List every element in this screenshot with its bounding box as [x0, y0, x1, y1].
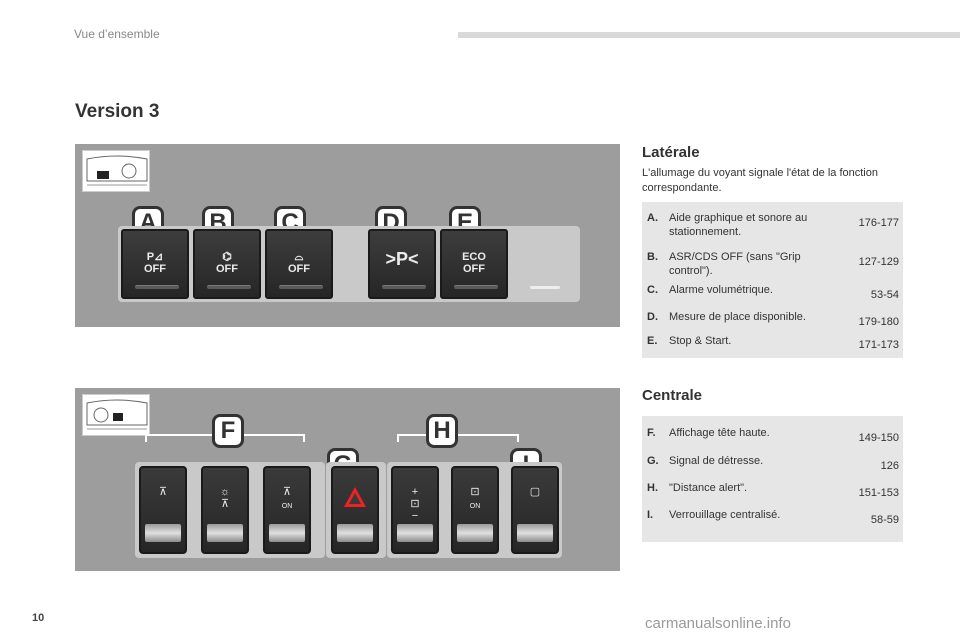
hud-brightness-icon: ☼⊼: [219, 486, 231, 510]
hazard-switch[interactable]: [331, 466, 379, 554]
traction-control-switch[interactable]: ⌬OFF: [193, 229, 261, 299]
page-title: Version 3: [75, 101, 160, 122]
hud-on-icon: ⊼ON: [281, 486, 293, 510]
watermark: carmanualsonline.info: [645, 615, 791, 632]
laterale-legend: A. Aide graphique et sonore au stationne…: [642, 202, 903, 358]
list-item: F. Affichage tête haute. 149-150: [647, 427, 899, 444]
hud-switch[interactable]: ⊼: [139, 466, 187, 554]
central-switch-figure: F G H I ⊼ ☼⊼ ⊼ON +⊡− ⊡ON ▢: [75, 388, 620, 571]
dashboard-thumbnail-central: [82, 394, 150, 436]
laterale-title: Latérale: [642, 144, 700, 161]
list-item: G. Signal de détresse. 126: [647, 455, 899, 472]
lock-icon: ▢: [529, 486, 541, 498]
centrale-title: Centrale: [642, 387, 703, 404]
car-alarm-icon: ⌓OFF: [288, 251, 310, 275]
distance-alert-on-switch[interactable]: ⊡ON: [451, 466, 499, 554]
distance-alert-switch[interactable]: +⊡−: [391, 466, 439, 554]
hud-icon: ⊼: [158, 486, 168, 498]
car-alarm-switch[interactable]: ⌓OFF: [265, 229, 333, 299]
list-item: I. Verrouillage centralisé. 58-59: [647, 509, 899, 526]
bracket-h: [397, 434, 519, 442]
parking-space-switch[interactable]: >P<: [368, 229, 436, 299]
park-assist-switch[interactable]: P⊿OFF: [121, 229, 189, 299]
list-item: C. Alarme volumétrique. 53-54: [647, 284, 899, 301]
centrale-legend: F. Affichage tête haute. 149-150 G. Sign…: [642, 416, 903, 542]
page-number: 10: [32, 612, 45, 624]
blank-slot: [530, 286, 560, 289]
hazard-icon: [333, 486, 377, 511]
callout-badge-f: F: [212, 414, 244, 448]
parking-space-icon: >P<: [385, 249, 419, 269]
traction-control-icon: ⌬OFF: [216, 251, 238, 275]
distance-on-icon: ⊡ON: [469, 486, 481, 510]
park-assist-icon: P⊿OFF: [144, 251, 166, 275]
list-item: H. "Distance alert". 151-153: [647, 482, 899, 499]
hud-on-switch[interactable]: ⊼ON: [263, 466, 311, 554]
distance-plus-icon: +⊡−: [410, 486, 420, 522]
callout-badge-a: A: [132, 206, 164, 240]
list-item: E. Stop & Start. 171-173: [647, 335, 899, 351]
list-item: A. Aide graphique et sonore au stationne…: [647, 212, 899, 238]
hud-brightness-switch[interactable]: ☼⊼: [201, 466, 249, 554]
list-item: B. ASR/CDS OFF (sans "Grip control"). 12…: [647, 251, 899, 277]
callout-badge-h: H: [426, 414, 458, 448]
central-locking-switch[interactable]: ▢: [511, 466, 559, 554]
laterale-description: L'allumage du voyant signale l'état de l…: [642, 167, 878, 194]
dashboard-thumbnail-lateral: [82, 150, 150, 192]
list-item: D. Mesure de place disponible. 179-180: [647, 311, 899, 328]
section-header: Vue d’ensemble: [74, 27, 160, 41]
header-divider: [458, 32, 960, 38]
